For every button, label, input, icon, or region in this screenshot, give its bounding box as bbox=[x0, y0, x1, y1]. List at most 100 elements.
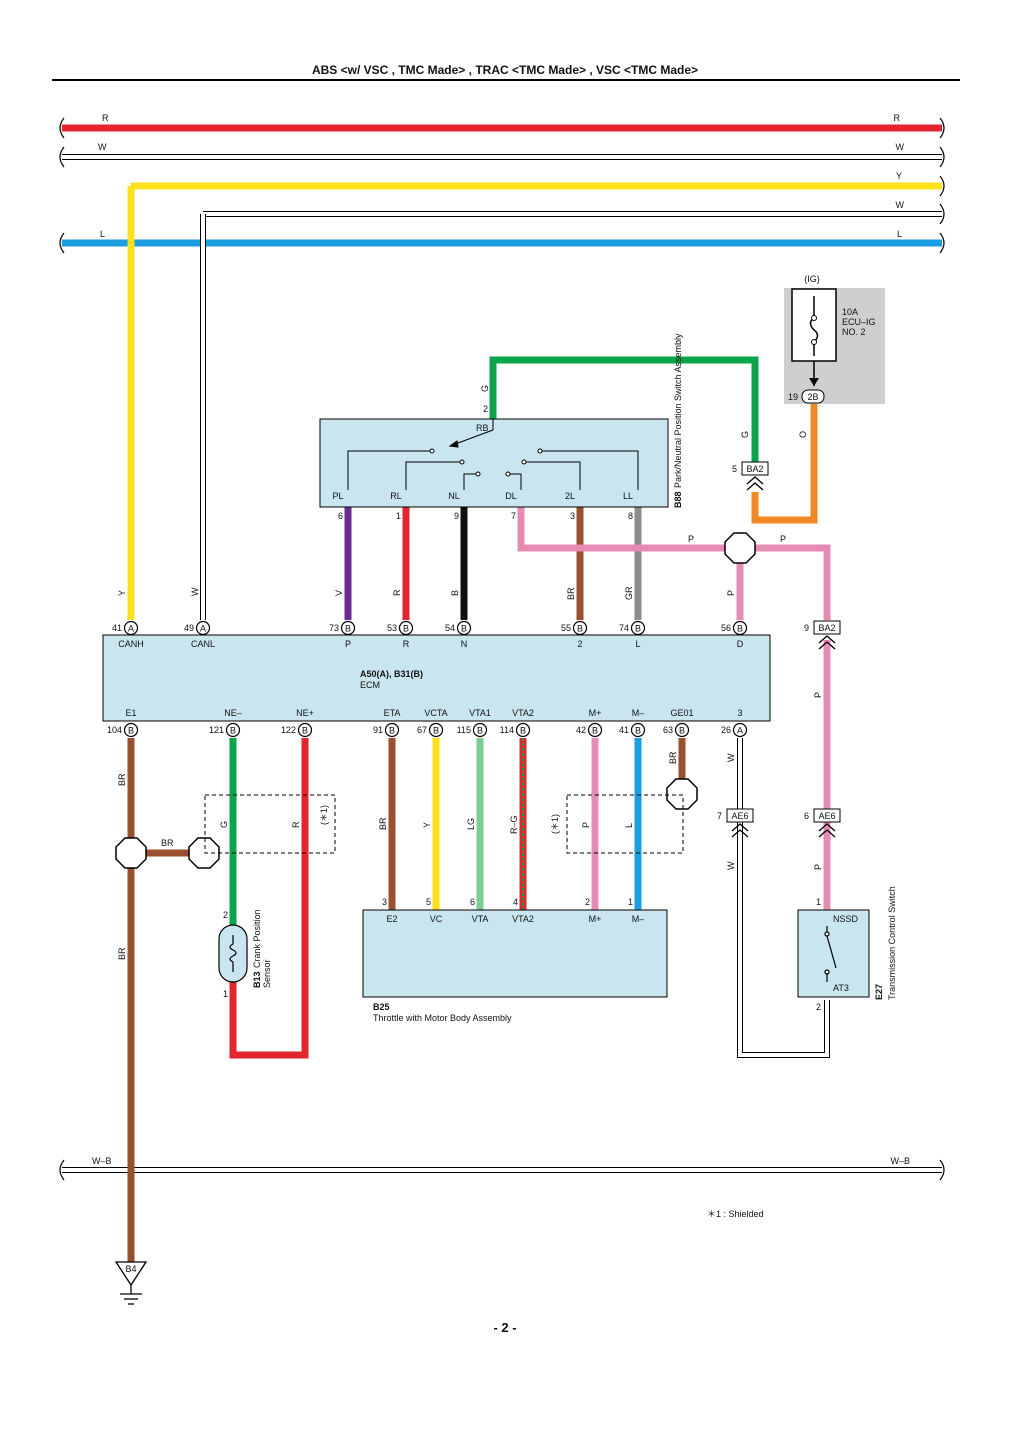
bus-line-r: R R bbox=[59, 113, 945, 139]
b25-pin-name: VTA bbox=[472, 914, 489, 924]
ecm-top-pin-number: 74 bbox=[619, 623, 629, 633]
ecm-bottom-pin-name: 3 bbox=[737, 708, 742, 718]
bus-line-y: Y bbox=[131, 171, 945, 197]
ecm-bottom-pins: B104E1B121NE–B122NE+B91ETAB67VCTAB115VTA… bbox=[107, 708, 748, 738]
ecm-bottom-pin-number: 104 bbox=[107, 725, 122, 735]
b25-pin-name: VC bbox=[430, 914, 443, 924]
ecm-bottom-pin-conn-badge bbox=[225, 722, 241, 738]
ecm-top-pin-conn-letter: B bbox=[403, 624, 409, 634]
ecm-top-pin-conn-letter: B bbox=[345, 624, 351, 634]
ecm-bottom-pin-conn-badge bbox=[428, 722, 444, 738]
ecm-bottom-pin-name: M– bbox=[632, 708, 645, 718]
tag-g-top: G bbox=[480, 385, 490, 392]
ecm-bottom-pin-number: 122 bbox=[281, 725, 296, 735]
ecm-bottom-pin-conn-badge bbox=[297, 722, 313, 738]
footnote-shielded: ＊1 : Shielded bbox=[707, 1209, 764, 1219]
splice-p bbox=[724, 532, 756, 564]
bus-label-r-left: R bbox=[102, 113, 109, 123]
b13-pin-bottom: 1 bbox=[223, 989, 228, 999]
wire-tags: G G O P P Y W V R B BR GR P P BR BR BR G… bbox=[117, 385, 823, 960]
b88-pin-name-dl: DL bbox=[505, 491, 517, 501]
conn-ba2-mid-num: 9 bbox=[804, 623, 809, 633]
b25-throttle-body bbox=[362, 909, 668, 998]
e27-at3-label: AT3 bbox=[833, 983, 849, 993]
b88-pin-num-1: 1 bbox=[396, 511, 401, 521]
ecm-bottom-pin-conn-letter: B bbox=[230, 726, 236, 736]
bus-label-w-right: W bbox=[896, 142, 905, 152]
b25-pin-name: M– bbox=[632, 914, 645, 924]
b25-pin-name: E2 bbox=[386, 914, 397, 924]
fuse-ig-label: (IG) bbox=[804, 274, 820, 284]
bus-line-l: L L bbox=[59, 229, 945, 254]
ecm-top-pin-name: R bbox=[403, 639, 410, 649]
tag-br-splice: BR bbox=[161, 838, 174, 848]
b25-pin-number: 3 bbox=[382, 897, 387, 907]
conn-ba2-mid bbox=[813, 620, 841, 650]
fuse-conn-2b: 2B bbox=[807, 392, 818, 402]
ecm-label: ECM bbox=[360, 680, 380, 690]
ecm-bottom-pin-name: NE+ bbox=[296, 708, 314, 718]
ecm-top-pin-number: 49 bbox=[184, 623, 194, 633]
b88-pin-num-8: 8 bbox=[628, 511, 633, 521]
fuse-pin-19: 19 bbox=[788, 392, 798, 402]
ecm-bottom-pin-name: GE01 bbox=[670, 708, 693, 718]
ecm-bottom-pin-conn-badge bbox=[674, 722, 690, 738]
ecm-bottom-pin-conn-letter: B bbox=[635, 726, 641, 736]
b13-code: B13 bbox=[252, 971, 262, 988]
conn-ba2-top-name: BA2 bbox=[746, 464, 763, 474]
bus-label-l-left: L bbox=[100, 229, 105, 239]
ecm-bottom-pin-conn-badge bbox=[123, 722, 139, 738]
conn-ae6-right bbox=[813, 808, 841, 838]
tag-p-ae6: P bbox=[813, 864, 823, 870]
ecm-top-pin-conn-letter: B bbox=[461, 624, 467, 634]
page-number: - 2 - bbox=[493, 1320, 516, 1335]
b25-pin: 3E2 bbox=[382, 897, 398, 924]
b25-pin-name: M+ bbox=[589, 914, 602, 924]
ecm-top-pin-conn-badge bbox=[195, 620, 211, 636]
bus-label-r-right: R bbox=[894, 113, 901, 123]
wire-rb-g bbox=[489, 356, 759, 462]
b25-pin-number: 5 bbox=[426, 897, 431, 907]
splice-br-left bbox=[115, 837, 147, 869]
ecm-top-pin-number: 55 bbox=[561, 623, 571, 633]
wire-dl-p bbox=[517, 507, 831, 620]
ecm-top-pin-conn-badge bbox=[456, 620, 472, 636]
b25-pin-number: 4 bbox=[513, 897, 518, 907]
conn-ba2-top bbox=[741, 461, 769, 491]
e27-transmission-switch bbox=[797, 909, 870, 998]
b88-pin-num-3: 3 bbox=[570, 511, 575, 521]
conn-ae6-right-num: 6 bbox=[804, 811, 809, 821]
ecm-bottom-pin-conn-badge bbox=[630, 722, 646, 738]
ecm-bottom-pin-conn-letter: B bbox=[477, 726, 483, 736]
b25-pin: 1M– bbox=[628, 897, 644, 924]
b88-pin-name-ll: LL bbox=[623, 491, 633, 501]
ecm-top-pin-number: 73 bbox=[329, 623, 339, 633]
bus-line-w: W W bbox=[59, 142, 945, 168]
fuse-conn-2b-badge bbox=[801, 389, 825, 404]
ecm-bottom-pin-name: M+ bbox=[589, 708, 602, 718]
tag-br-ground: BR bbox=[117, 947, 127, 960]
ecm-bottom-pin-number: 41 bbox=[619, 725, 629, 735]
ecm-bottom-pin-conn-badge bbox=[732, 722, 748, 738]
ecm-bottom-pin-number: 26 bbox=[721, 725, 731, 735]
b88-rb-pin: 2 bbox=[483, 404, 488, 414]
bus-label-l-right: L bbox=[897, 229, 902, 239]
tag-br-eta: BR bbox=[378, 817, 388, 830]
tag-w-3: W bbox=[726, 753, 736, 762]
b25-pin-name: VTA2 bbox=[512, 914, 534, 924]
b88-pin-name-2l: 2L bbox=[565, 491, 575, 501]
ecm-top-pin-conn-badge bbox=[732, 620, 748, 636]
ecm-top-pin-number: 56 bbox=[721, 623, 731, 633]
